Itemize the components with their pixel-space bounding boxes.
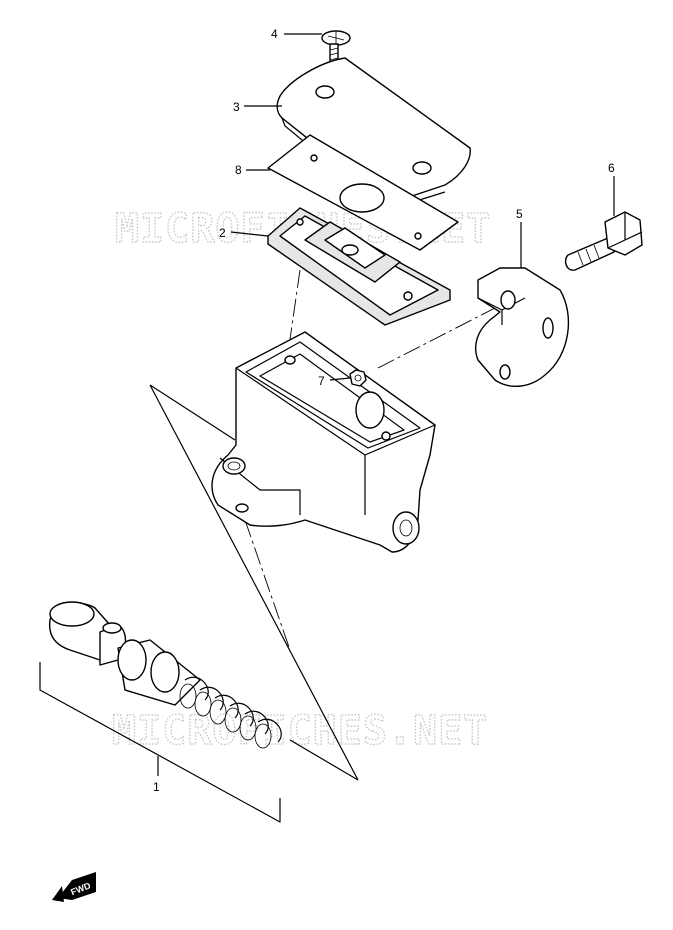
fwd-arrow-icon: FWD [52,872,96,902]
callout-3: 3 [233,100,240,114]
master-cylinder-body [211,331,436,553]
piston-kit-part-1 [48,601,282,749]
callout-6: 6 [608,161,615,175]
leader-lines [230,33,615,381]
watermark-bottom: MICROFICHES.NET [112,708,488,754]
callout-7: 7 [318,374,325,388]
callout-4: 4 [271,27,278,41]
callout-2: 2 [219,226,226,240]
assembly-triangle-lines [149,384,359,781]
kit-bracket-part-1 [39,662,281,823]
clamp-part-5 [474,267,570,387]
callout-1: 1 [153,780,160,794]
diaphragm-plate-part-8 [267,134,459,251]
diaphragm-part-2 [267,207,451,326]
callout-5: 5 [516,207,523,221]
bolt-part-6 [564,211,643,271]
callout-8: 8 [235,163,242,177]
nut-part-7 [349,369,367,387]
